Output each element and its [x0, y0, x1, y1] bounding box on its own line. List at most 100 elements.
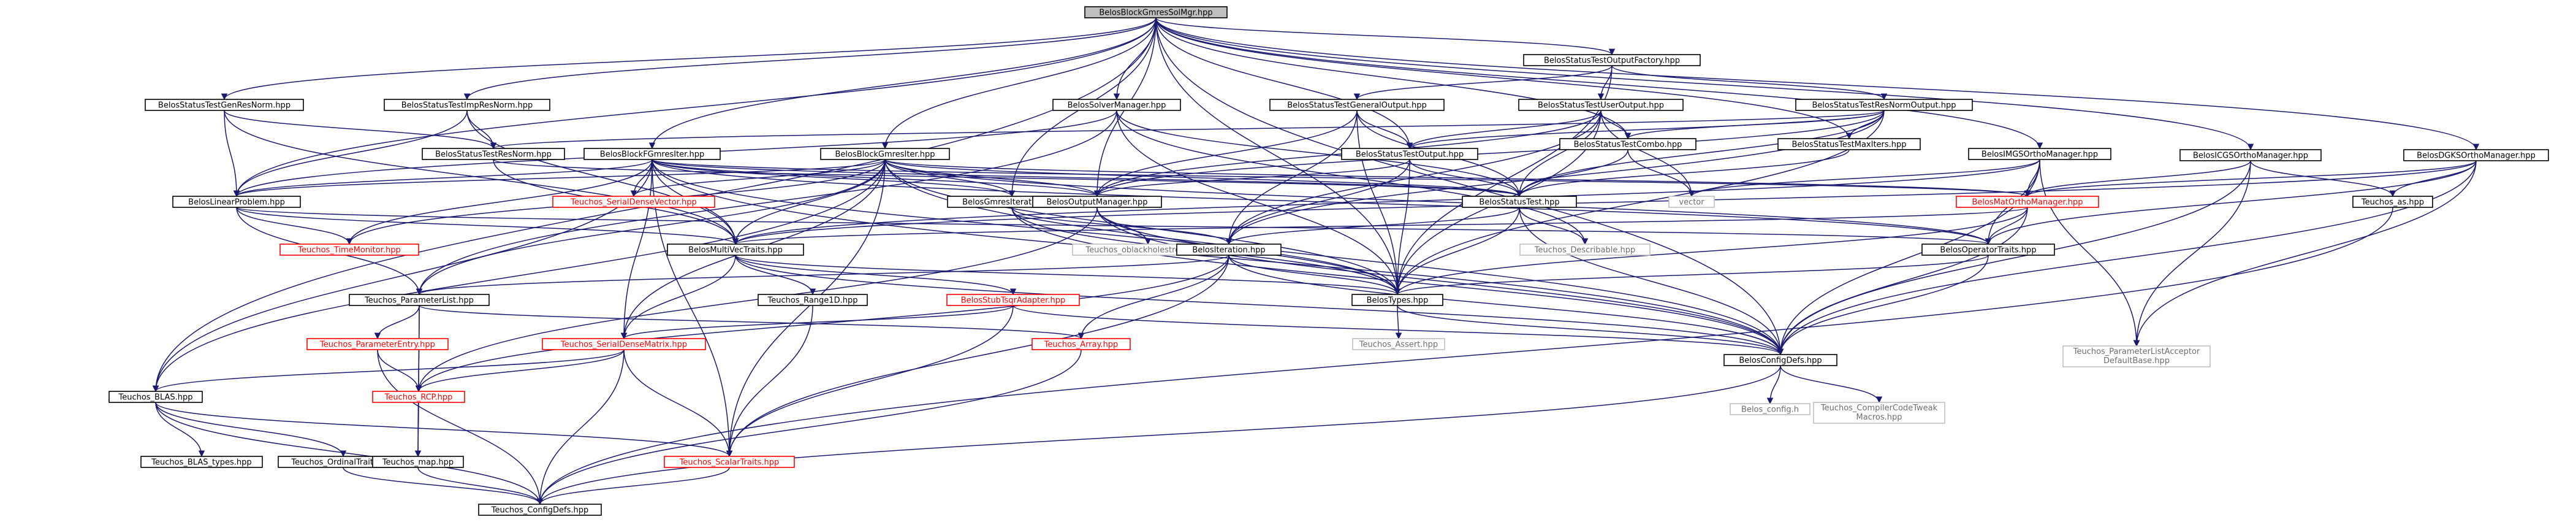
edge-blockGmresIter-to-scalarTraits: [726, 159, 886, 458]
node-mapHpp[interactable]: Teuchos_map.hpp: [372, 456, 464, 468]
edge-statusTest-to-describable: [1519, 207, 1589, 245]
edge-blockFGmresIter-to-statusTest: [652, 159, 1522, 198]
node-rangeId[interactable]: Teuchos_Range1D.hpp: [758, 294, 868, 306]
node-parameterList[interactable]: Teuchos_ParameterList.hpp: [349, 294, 490, 306]
node-blockFGmresIter-box: [583, 148, 721, 160]
node-solverManager[interactable]: BelosSolverManager.hpp: [1052, 99, 1181, 111]
node-outputFactory[interactable]: BelosStatusTestOutputFactory.hpp: [1523, 54, 1701, 66]
edge-types-to-asset: [1395, 305, 1402, 340]
edge-imgs-to-plAcceptor: [2039, 159, 2140, 347]
node-blas[interactable]: Teuchos_BLAS.hpp: [108, 391, 203, 403]
node-dgks[interactable]: BelosDGKSOrthoManager.hpp: [2403, 149, 2549, 161]
node-resNormOutput[interactable]: BelosStatusTestResNormOutput.hpp: [1795, 99, 1973, 111]
node-types[interactable]: BelosTypes.hpp: [1351, 294, 1443, 306]
node-blas-box: [108, 391, 203, 403]
edge-testCombo-to-statusTest: [1516, 149, 1628, 198]
edge-root-to-genResNorm: [221, 17, 1157, 101]
node-teuchosConfigDefs[interactable]: Teuchos_ConfigDefs.hpp: [478, 504, 602, 516]
edge-testOutput-to-statusTest: [1409, 159, 1523, 198]
edge-blockGmresIter-to-operatorTraits: [884, 159, 1992, 245]
edge-gmresIteration-to-configDefs: [1011, 207, 1784, 356]
edge-stubTsqr-to-serialDenseMatrix: [620, 305, 1014, 340]
node-generalOutput[interactable]: BelosStatusTestGeneralOutput.hpp: [1269, 99, 1445, 111]
node-parameterEntry-box: [306, 338, 449, 350]
node-outputManager[interactable]: BelosOutputManager.hpp: [1032, 196, 1162, 208]
node-statusTest[interactable]: BelosStatusTest.hpp: [1462, 196, 1577, 208]
edge-operatorTraits-to-configDefs: [1777, 255, 1989, 356]
edge-icgs-to-configDefs: [1777, 160, 2251, 356]
edge-root-to-impResNorm: [463, 17, 1157, 101]
edge-userOutput-to-statusTest: [1516, 110, 1601, 198]
node-testOutput[interactable]: BelosStatusTestOutput.hpp: [1341, 148, 1478, 160]
node-operatorTraits-label: BelosOperatorTraits.hpp: [1940, 246, 2036, 255]
node-timeMonitor[interactable]: Teuchos_TimeMonitor.hpp: [279, 244, 419, 256]
node-multiVecTraits[interactable]: BelosMultiVecTraits.hpp: [667, 244, 804, 256]
node-maxIters-box: [1777, 138, 1921, 150]
node-describable-label: Teuchos_Describable.hpp: [1534, 246, 1635, 255]
edge-testCombo-to-vector: [1627, 149, 1695, 198]
node-genResNorm[interactable]: BelosStatusTestGenResNorm.hpp: [145, 99, 304, 111]
edge-linearProblem-to-multiVecTraits: [236, 207, 739, 245]
node-rcp[interactable]: Teuchos_RCP.hpp: [372, 391, 465, 403]
node-asHpp[interactable]: Teuchos_as.hpp: [2352, 196, 2433, 208]
node-matOrtho[interactable]: BelosMatOrthoManager.hpp: [1956, 196, 2099, 208]
node-stubTsqr[interactable]: BelosStubTsqrAdapter.hpp: [946, 294, 1080, 306]
edge-blockFGmresIter-to-matOrtho: [652, 159, 2031, 198]
node-generalOutput-box: [1269, 99, 1445, 111]
node-linearProblem[interactable]: BelosLinearProblem.hpp: [172, 196, 301, 208]
node-testCombo-box: [1559, 138, 1696, 150]
node-serialDenseMatrix[interactable]: Teuchos_SerialDenseMatrix.hpp: [542, 338, 706, 350]
edge-dgks-to-matOrtho: [2024, 160, 2477, 198]
node-iteration-label: BelosIteration.hpp: [1192, 246, 1265, 255]
edge-mapHpp-to-teuchosConfigDefs: [417, 467, 544, 505]
edge-configDefs-to-compilerTweak: [1780, 365, 1883, 404]
node-root[interactable]: BelosBlockGmresSolMgr.hpp: [1084, 6, 1228, 18]
edge-impResNorm-to-resNorm: [466, 110, 497, 150]
edge-iteration-to-rcp: [415, 255, 1229, 393]
node-outputManager-label: BelosOutputManager.hpp: [1046, 198, 1147, 207]
edge-solverManager-to-types: [1116, 110, 1401, 296]
node-impResNorm[interactable]: BelosStatusTestImpResNorm.hpp: [384, 99, 550, 111]
node-serialDenseVector[interactable]: Teuchos_SerialDenseVector.hpp: [552, 196, 715, 208]
node-configDefs[interactable]: BelosConfigDefs.hpp: [1723, 354, 1837, 366]
node-arrayHpp[interactable]: Teuchos_Array.hpp: [1032, 338, 1131, 350]
edge-stubTsqr-to-scalarTraits: [726, 305, 1014, 458]
edge-root-to-testCombo: [1155, 17, 1632, 140]
node-blockFGmresIter[interactable]: BelosBlockFGmresIter.hpp: [583, 148, 721, 160]
node-maxIters[interactable]: BelosStatusTestMaxIters.hpp: [1777, 138, 1921, 150]
edge-blockFGmresIter-to-outputManager: [652, 159, 1101, 198]
edge-blockGmresIter-to-parameterList: [416, 159, 886, 296]
node-blockGmresIter[interactable]: BelosBlockGmresIter.hpp: [820, 148, 950, 160]
node-operatorTraits[interactable]: BelosOperatorTraits.hpp: [1921, 244, 2055, 256]
node-blockGmresIter-label: BelosBlockGmresIter.hpp: [835, 150, 935, 159]
edge-blas-to-scalarTraits: [155, 402, 733, 458]
node-testCombo-label: BelosStatusTestCombo.hpp: [1574, 140, 1682, 150]
node-multiVecTraits-label: BelosMultiVecTraits.hpp: [688, 246, 783, 255]
node-timeMonitor-box: [279, 244, 419, 256]
node-configDefs-label: BelosConfigDefs.hpp: [1739, 356, 1822, 366]
node-genResNorm-label: BelosStatusTestGenResNorm.hpp: [158, 101, 291, 110]
node-resNorm-box: [422, 148, 565, 160]
edge-serialDenseMatrix-to-rcp: [415, 349, 625, 393]
node-userOutput[interactable]: BelosStatusTestUserOutput.hpp: [1518, 99, 1684, 111]
node-iteration[interactable]: BelosIteration.hpp: [1176, 244, 1282, 256]
node-blockFGmresIter-label: BelosBlockFGmresIter.hpp: [600, 150, 704, 159]
edge-resNorm-to-statusTest: [493, 159, 1522, 198]
node-resNorm[interactable]: BelosStatusTestResNorm.hpp: [422, 148, 565, 160]
node-asHpp-label: Teuchos_as.hpp: [2361, 198, 2424, 207]
node-blasTypes[interactable]: Teuchos_BLAS_types.hpp: [140, 456, 263, 468]
node-imgs[interactable]: BelosIMGSOrthoManager.hpp: [1968, 148, 2111, 160]
edge-blockGmresIter-to-statusTest: [884, 159, 1522, 198]
edge-resNormOutput-to-outputManager: [1093, 110, 1885, 198]
edge-root-to-linearProblem: [233, 17, 1157, 198]
edge-matOrtho-to-configDefs: [1777, 207, 2028, 356]
node-scalarTraits[interactable]: Teuchos_ScalarTraits.hpp: [664, 456, 795, 468]
edge-blockFGmresIter-to-serialDenseMatrix: [620, 159, 653, 340]
node-scalarTraits-label: Teuchos_ScalarTraits.hpp: [679, 458, 780, 467]
node-icgs[interactable]: BelosICGSOrthoManager.hpp: [2179, 149, 2322, 161]
node-parameterEntry[interactable]: Teuchos_ParameterEntry.hpp: [306, 338, 449, 350]
node-impResNorm-box: [384, 99, 550, 111]
edge-blockGmresIter-to-multiVecTraits: [732, 159, 886, 245]
node-testCombo[interactable]: BelosStatusTestCombo.hpp: [1559, 138, 1696, 150]
